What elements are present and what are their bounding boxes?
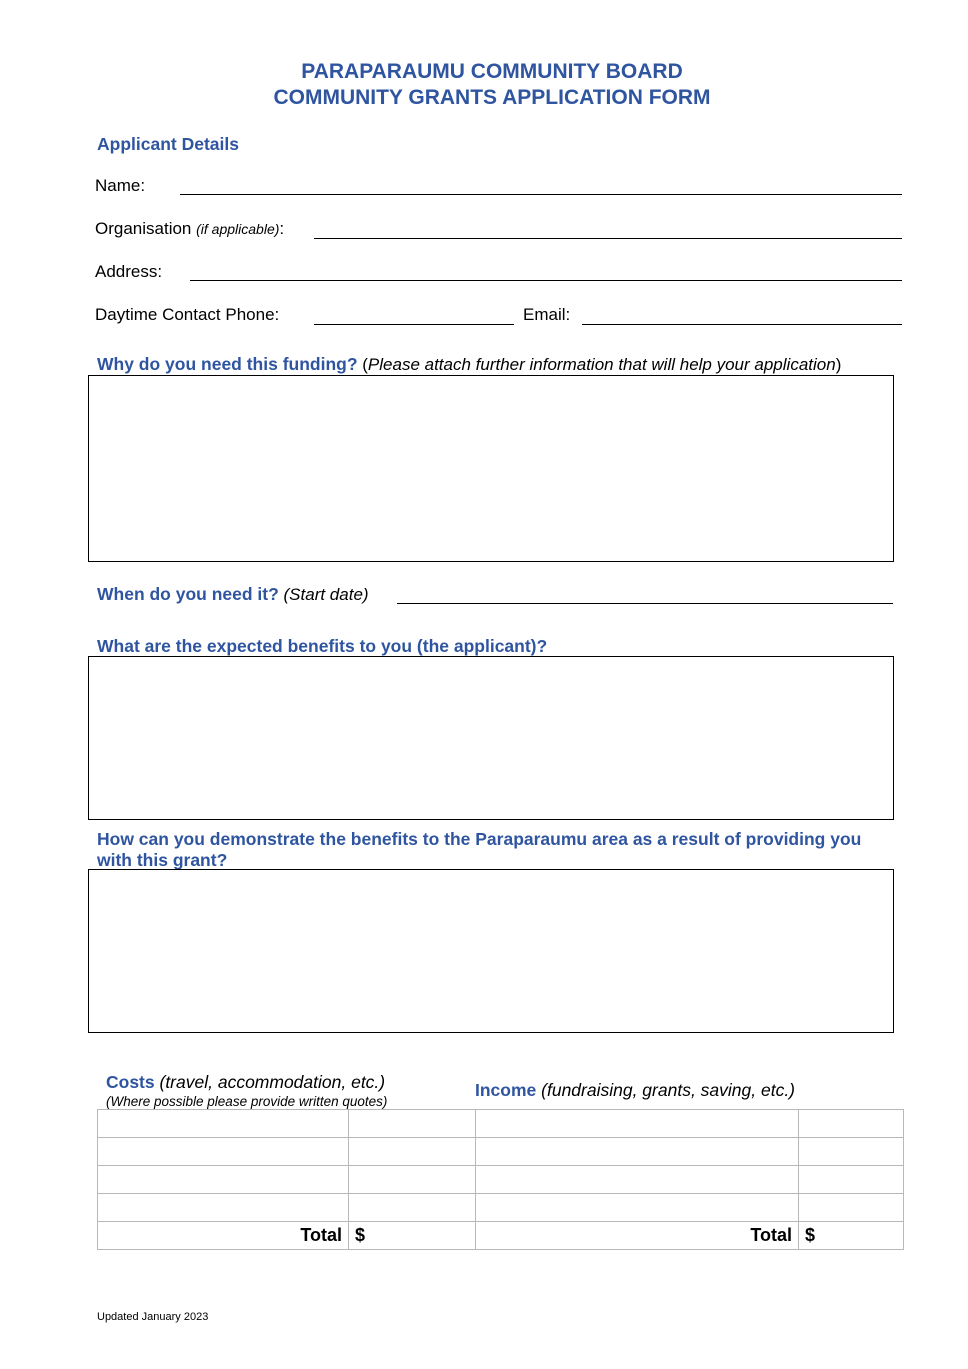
demonstrate-question: How can you demonstrate the benefits to … — [97, 829, 862, 870]
funding-open-paren: ( — [357, 355, 368, 374]
table-row — [97, 1193, 904, 1222]
cost-item-cell[interactable] — [97, 1137, 349, 1166]
funding-question-row: Why do you need this funding? (Please at… — [97, 354, 841, 375]
when-question: When do you need it? — [97, 584, 279, 604]
form-title-line-2: COMMUNITY GRANTS APPLICATION FORM — [273, 86, 711, 109]
income-amount-cell[interactable] — [798, 1109, 904, 1138]
cost-amount-cell[interactable] — [348, 1193, 476, 1222]
table-row — [97, 1137, 904, 1166]
email-field[interactable] — [582, 324, 902, 325]
organisation-label: Organisation (if applicable): — [95, 219, 284, 239]
costs-total-label: Total — [97, 1221, 349, 1250]
cost-item-cell[interactable] — [97, 1193, 349, 1222]
applicant-details-heading: Applicant Details — [97, 134, 239, 154]
start-date-field[interactable] — [397, 603, 893, 604]
table-row — [97, 1109, 904, 1138]
benefits-textbox[interactable] — [88, 656, 894, 820]
income-amount-cell[interactable] — [798, 1137, 904, 1166]
costs-note: (travel, accommodation, etc.) — [154, 1072, 386, 1092]
cost-amount-cell[interactable] — [348, 1109, 476, 1138]
costs-income-table: Total $ Total $ — [97, 1109, 904, 1250]
income-heading: Income — [475, 1080, 537, 1100]
email-label: Email: — [523, 305, 571, 324]
organisation-label-text: Organisation — [95, 219, 192, 238]
form-title-line-1: PARAPARAUMU COMMUNITY BOARD — [301, 60, 683, 83]
costs-subnote: (Where possible please provide written q… — [106, 1094, 388, 1109]
funding-question: Why do you need this funding? — [97, 354, 358, 374]
benefits-question: What are the expected benefits to you (t… — [97, 636, 548, 656]
when-note: (Start date) — [278, 585, 369, 604]
income-item-cell[interactable] — [475, 1165, 799, 1194]
organisation-note: (if applicable) — [196, 221, 280, 237]
income-total-label: Total — [475, 1221, 799, 1250]
total-row: Total $ Total $ — [97, 1221, 904, 1250]
funding-close-paren: ) — [835, 355, 842, 374]
address-label: Address: — [95, 262, 163, 281]
cost-amount-cell[interactable] — [348, 1137, 476, 1166]
cost-item-cell[interactable] — [97, 1165, 349, 1194]
name-field[interactable] — [180, 194, 902, 195]
demonstrate-textbox[interactable] — [88, 869, 894, 1033]
costs-heading: Costs — [106, 1072, 155, 1092]
cost-amount-cell[interactable] — [348, 1165, 476, 1194]
address-field[interactable] — [190, 280, 902, 281]
costs-total-currency[interactable]: $ — [348, 1221, 476, 1250]
income-item-cell[interactable] — [475, 1137, 799, 1166]
when-question-row: When do you need it? (Start date) — [97, 584, 369, 605]
table-row — [97, 1165, 904, 1194]
organisation-colon: : — [279, 219, 285, 238]
income-heading-row: Income (fundraising, grants, saving, etc… — [475, 1080, 795, 1101]
phone-label: Daytime Contact Phone: — [95, 305, 280, 324]
income-amount-cell[interactable] — [798, 1165, 904, 1194]
income-amount-cell[interactable] — [798, 1193, 904, 1222]
costs-heading-row: Costs (travel, accommodation, etc.) — [106, 1072, 385, 1093]
name-label: Name: — [95, 176, 146, 195]
funding-note: Please attach further information that w… — [367, 355, 836, 374]
income-note: (fundraising, grants, saving, etc.) — [536, 1080, 796, 1100]
phone-field[interactable] — [314, 324, 514, 325]
cost-item-cell[interactable] — [97, 1109, 349, 1138]
income-total-currency[interactable]: $ — [798, 1221, 904, 1250]
income-item-cell[interactable] — [475, 1193, 799, 1222]
updated-footer: Updated January 2023 — [97, 1311, 209, 1323]
income-item-cell[interactable] — [475, 1109, 799, 1138]
organisation-field[interactable] — [314, 238, 902, 239]
funding-textbox[interactable] — [88, 375, 894, 562]
